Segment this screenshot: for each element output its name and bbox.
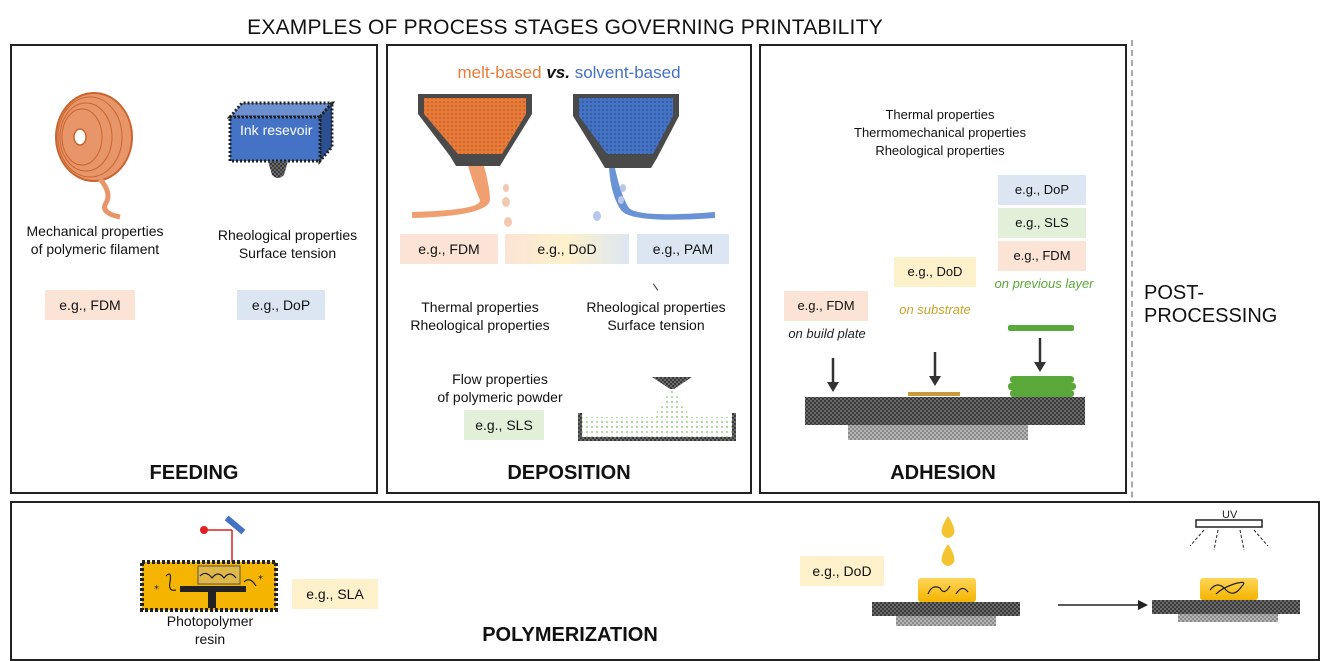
resin-line-1: Photopolymer bbox=[166, 613, 254, 629]
deposition-sls-tag: e.g., SLS bbox=[464, 410, 544, 440]
polymerization-sla-tag: e.g., SLA bbox=[292, 579, 378, 609]
vs-label: vs. bbox=[546, 63, 570, 82]
resin-line-2: resin bbox=[194, 631, 226, 647]
dod-curing-diagram bbox=[872, 516, 1020, 626]
deposition-stage-title: DEPOSITION bbox=[507, 462, 631, 484]
adhesion-dod-tag: e.g., DoD bbox=[894, 257, 976, 287]
main-title: EXAMPLES OF PROCESS STAGES GOVERNING PRI… bbox=[247, 16, 883, 39]
thermal-line-2: Rheological properties bbox=[410, 317, 550, 333]
feeding-stage-title: FEEDING bbox=[149, 462, 239, 484]
filament-properties-text: Mechanical properties of polymeric filam… bbox=[25, 222, 165, 258]
svg-text:*: * bbox=[154, 584, 159, 595]
feeding-fdm-tag: e.g., FDM bbox=[45, 290, 135, 320]
flow-line-1: Flow properties bbox=[452, 371, 548, 387]
on-previous-layer-note: on previous layer bbox=[994, 276, 1094, 291]
adhesion-line-2: Thermomechanical properties bbox=[854, 125, 1026, 140]
on-build-plate-note: on build plate bbox=[788, 326, 866, 341]
adhesion-properties-text: Thermal properties Thermomechanical prop… bbox=[840, 106, 1040, 160]
adhesion-line-3: Rheological properties bbox=[875, 143, 1005, 158]
solvent-nozzle-icon bbox=[573, 94, 715, 221]
filament-spool-icon bbox=[55, 92, 133, 220]
deposition-thermal-text: Thermal properties Rheological propertie… bbox=[400, 298, 560, 334]
filament-line-2: of polymeric filament bbox=[30, 241, 160, 257]
reservoir-line-2: Surface tension bbox=[238, 245, 337, 261]
powder-bed-icon bbox=[578, 377, 736, 441]
deposition-dod-tag: e.g., DoD bbox=[505, 234, 629, 264]
flow-line-2: of polymeric powder bbox=[437, 389, 563, 405]
feeding-dop-tag: e.g., DoP bbox=[237, 290, 325, 320]
photopolymer-resin-text: Photopolymer resin bbox=[150, 612, 270, 648]
adhesion-dop-tag: e.g., DoP bbox=[998, 175, 1086, 205]
adhesion-fdm-right-tag: e.g., FDM bbox=[998, 241, 1086, 271]
filament-line-1: Mechanical properties bbox=[26, 223, 164, 239]
adhesion-fdm-left-tag: e.g., FDM bbox=[784, 291, 868, 321]
melt-nozzle-icon bbox=[412, 94, 532, 227]
adhesion-line-1: Thermal properties bbox=[885, 107, 995, 122]
on-substrate-note: on substrate bbox=[899, 302, 971, 317]
adhesion-build-plate-diagram bbox=[805, 325, 1085, 440]
sla-vat-icon: * * bbox=[140, 515, 278, 612]
deposition-rheo-text: Rheological properties Surface tension bbox=[576, 298, 736, 334]
adhesion-sls-tag: e.g., SLS bbox=[998, 208, 1086, 238]
polymerization-stage-title: POLYMERIZATION bbox=[482, 624, 658, 646]
deposition-fdm-tag: e.g., FDM bbox=[400, 234, 498, 264]
solvent-based-label: solvent-based bbox=[574, 63, 681, 82]
deposition-pam-tag: e.g., PAM bbox=[637, 234, 729, 264]
reservoir-properties-text: Rheological properties Surface tension bbox=[210, 226, 365, 262]
rheo-line-2: Surface tension bbox=[607, 317, 705, 333]
adhesion-stage-title: ADHESION bbox=[890, 462, 996, 484]
post-processing-divider bbox=[1131, 40, 1133, 648]
uv-curing-diagram: UV bbox=[1152, 509, 1300, 622]
svg-text:*: * bbox=[258, 574, 263, 585]
ink-reservoir-label: Ink resevoir bbox=[240, 122, 313, 138]
post-processing-label: POST-PROCESSING bbox=[1144, 282, 1278, 327]
arrow-right-icon bbox=[1058, 600, 1148, 610]
deposition-header: melt-based vs. solvent-based bbox=[386, 63, 752, 83]
melt-based-label: melt-based bbox=[457, 63, 542, 82]
uv-label: UV bbox=[1222, 509, 1238, 521]
rheo-line-1: Rheological properties bbox=[586, 299, 726, 315]
powder-flow-text: Flow properties of polymeric powder bbox=[425, 370, 575, 406]
ink-reservoir-icon bbox=[226, 98, 336, 178]
polymerization-dod-tag: e.g., DoD bbox=[800, 556, 884, 586]
reservoir-line-1: Rheological properties bbox=[217, 227, 358, 243]
thermal-line-1: Thermal properties bbox=[421, 299, 539, 315]
